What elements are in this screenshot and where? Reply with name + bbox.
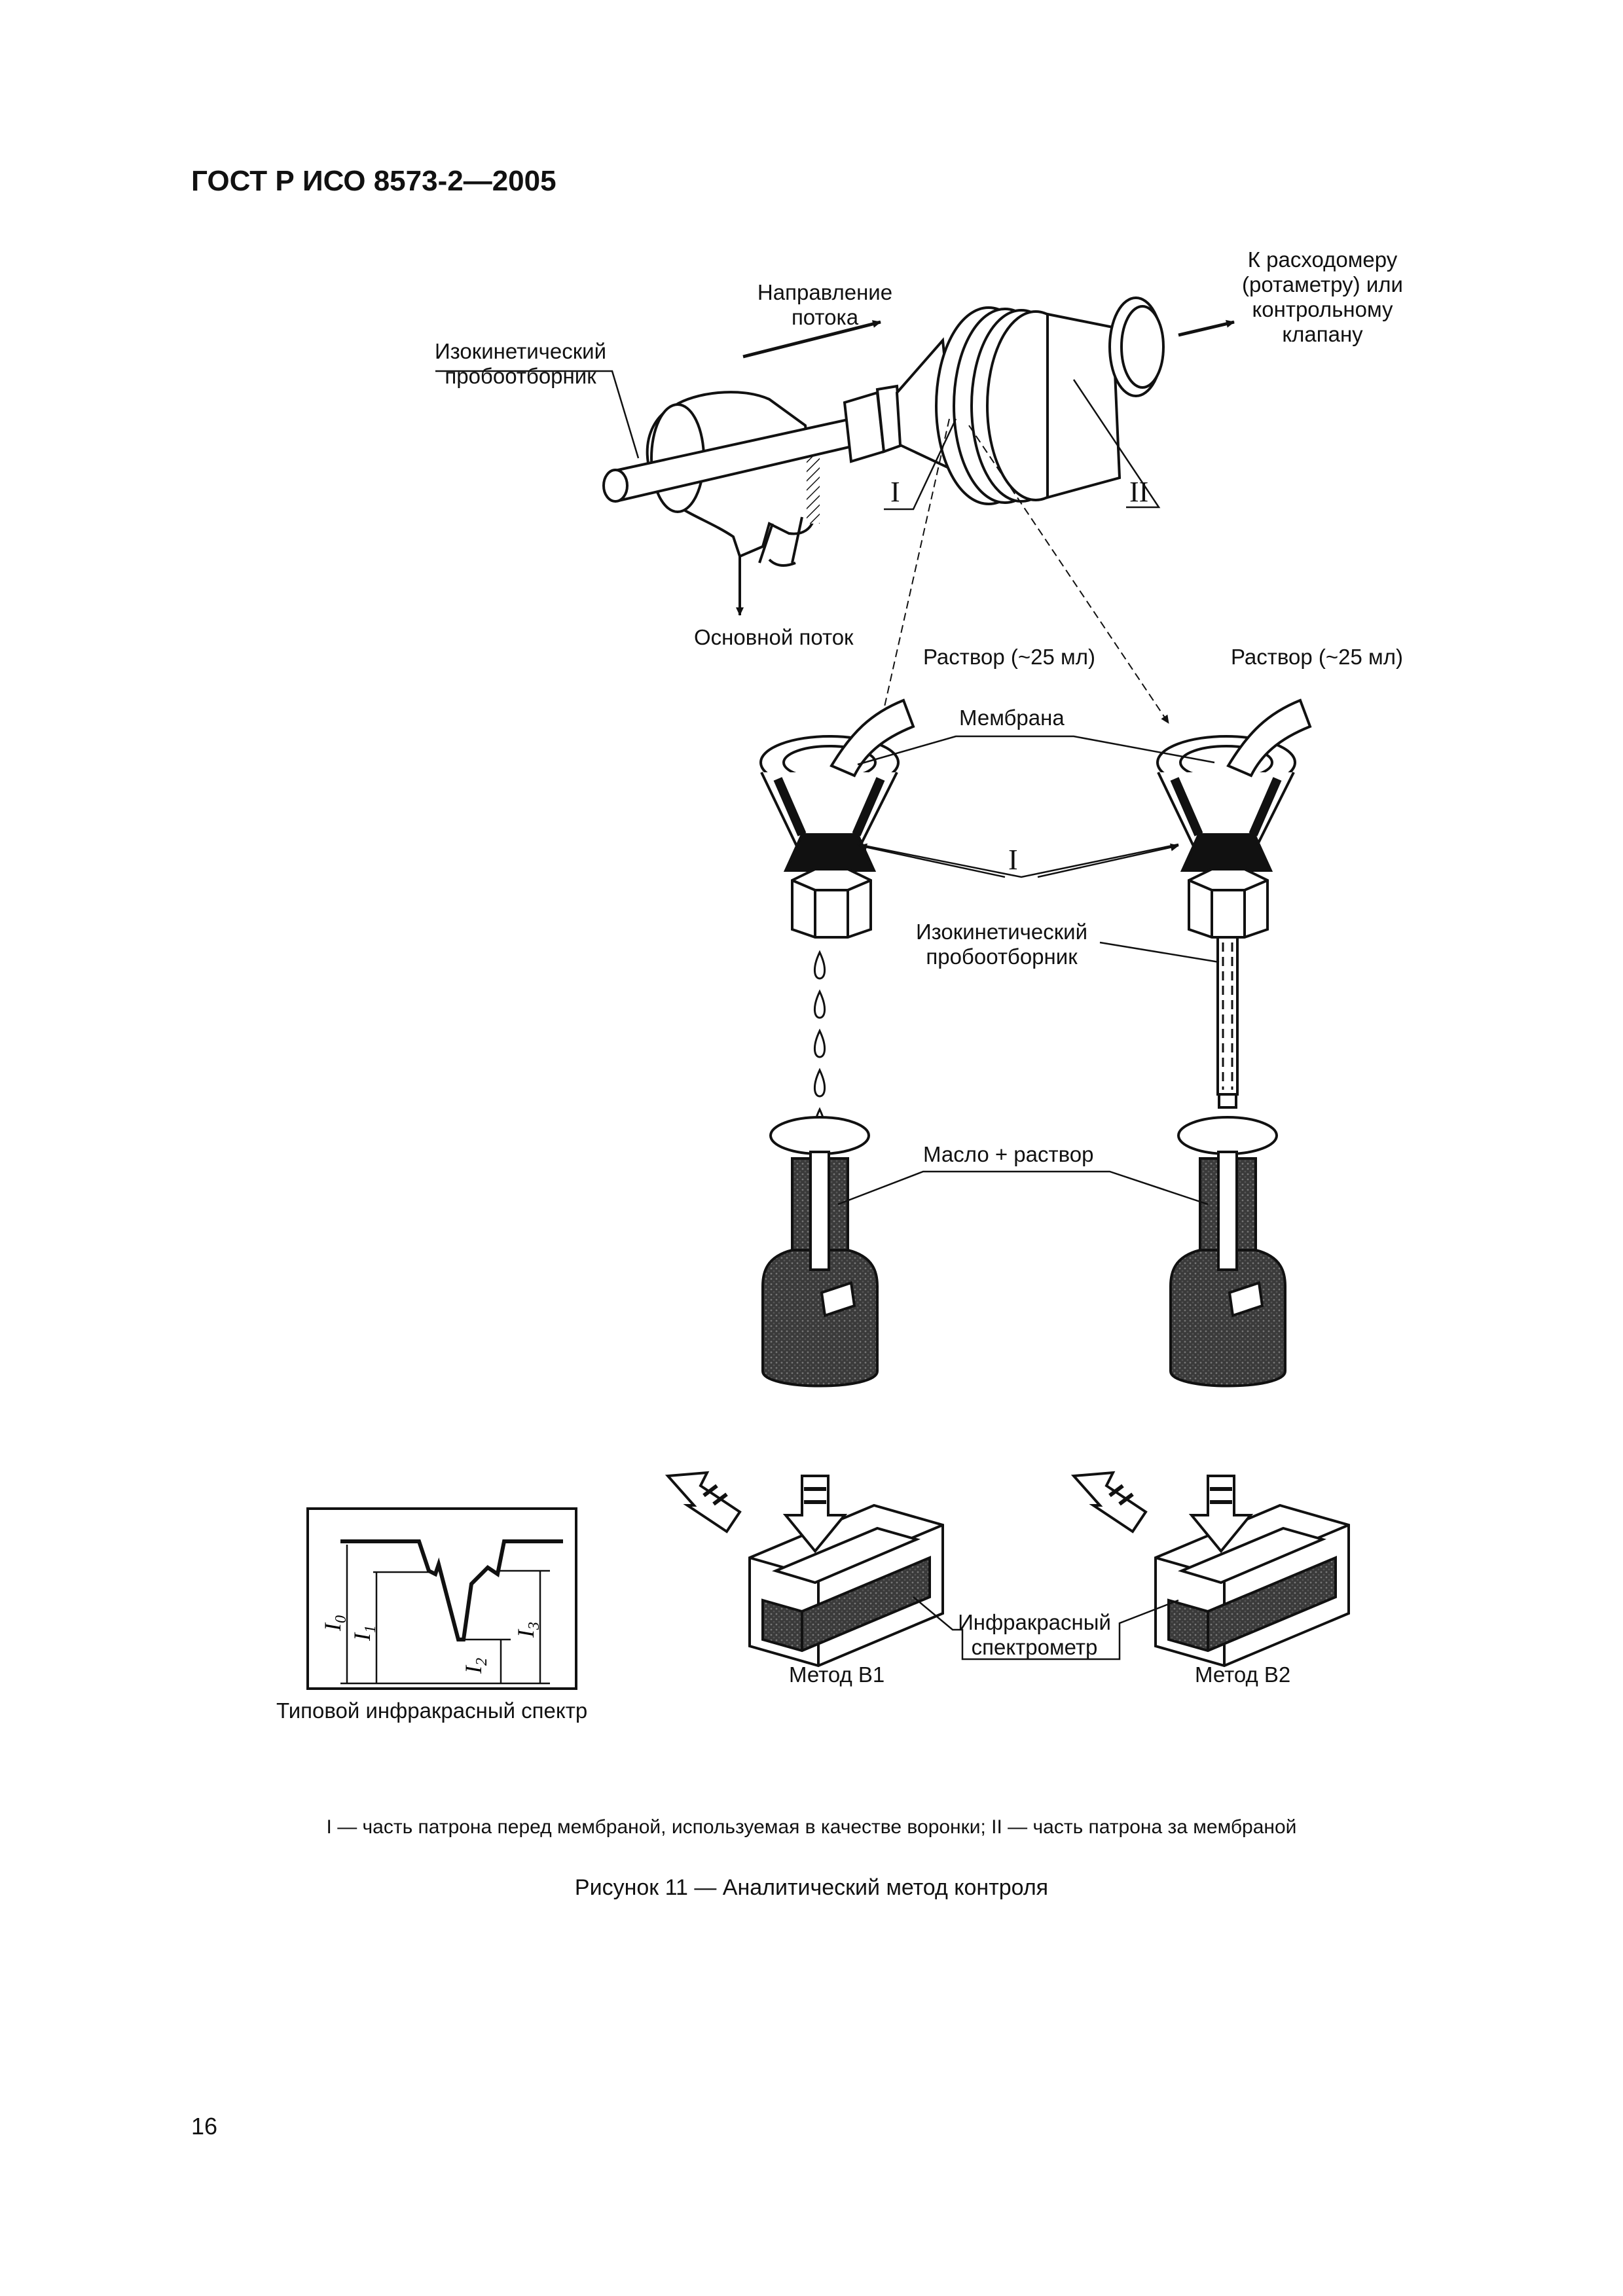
ir-cell-b1 xyxy=(748,1503,944,1668)
spectrum-i0-label: I0 xyxy=(319,1615,350,1632)
funnel-right xyxy=(1156,698,1312,1109)
roman-two-label: II xyxy=(1129,476,1149,508)
figure-caption: Рисунок 11 — Аналитический метод контрол… xyxy=(574,1875,1049,1900)
membrane-label: Мембрана xyxy=(959,706,1065,730)
document-number: ГОСТ Р ИСО 8573-2—2005 xyxy=(191,165,556,197)
solution-left-label: Раствор (~25 мл) xyxy=(923,645,1095,669)
to-meter-label: К расходомеру(ротаметру) или контрольном… xyxy=(1242,247,1403,346)
page-number: 16 xyxy=(191,2113,218,2140)
ir-cell-b2 xyxy=(1154,1503,1350,1668)
to-meter-arrow xyxy=(1178,319,1235,337)
method-b2-label: Метод В2 xyxy=(1195,1662,1291,1687)
main-flow-label: Основной поток xyxy=(694,625,854,649)
roman-one-label-top: I xyxy=(890,476,900,508)
figure-legend: I — часть патрона перед мембраной, испол… xyxy=(326,1816,1297,1838)
oil-solution-label: Масло + раствор xyxy=(923,1142,1094,1166)
bottle-right xyxy=(1169,1116,1286,1388)
spectrum-i3-label: I3 xyxy=(513,1622,543,1638)
spectrum-i2-label: I2 xyxy=(460,1658,490,1674)
bottle-left xyxy=(761,1116,879,1388)
solution-right-label: Раствор (~25 мл) xyxy=(1231,645,1403,669)
roman-one-label-mid: I xyxy=(1008,844,1018,876)
flow-direction-arrow xyxy=(742,320,881,359)
ir-beam-arrows xyxy=(665,1471,1254,1554)
droplets xyxy=(814,950,826,1137)
funnel-left xyxy=(759,698,915,939)
cartridge-housing xyxy=(895,296,1165,505)
spectrum-box: I0 I1 I2 I3 xyxy=(306,1507,577,1690)
method-b1-label: Метод В1 xyxy=(789,1662,885,1687)
spectrum-i1-label: I1 xyxy=(349,1625,379,1641)
typical-spectrum-label: Типовой инфракрасный спектр xyxy=(276,1698,588,1723)
